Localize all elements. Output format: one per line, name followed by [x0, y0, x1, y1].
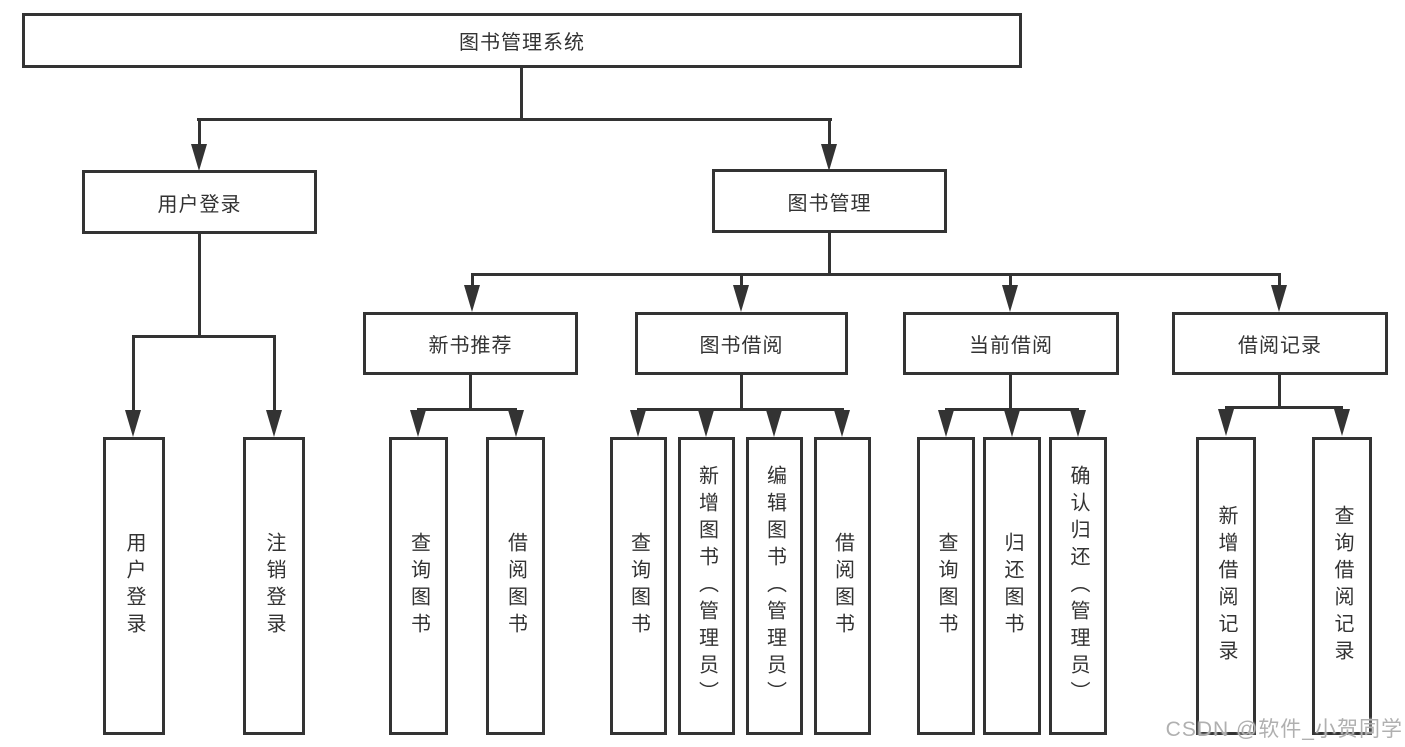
- arrow-down-icon: [1271, 285, 1287, 312]
- connector-drop: [740, 276, 743, 287]
- connector-user-stem: [198, 234, 201, 338]
- leaf-label: 新增图书（管理员）: [695, 464, 718, 708]
- leaf-user-login: 用户登录: [103, 437, 165, 735]
- arrow-down-icon: [766, 410, 782, 437]
- connector-group-rail: [945, 408, 1079, 411]
- connector-root-stem: [520, 68, 523, 118]
- arrow-down-icon: [410, 410, 426, 437]
- connector-drop-book: [828, 121, 831, 145]
- node-label: 借阅记录: [1238, 335, 1322, 357]
- leaf-query-books: 查询图书: [610, 437, 667, 735]
- connector-drop: [273, 338, 276, 412]
- leaf-label: 新增借阅记录: [1215, 505, 1237, 667]
- leaf-label: 查询图书: [935, 532, 957, 640]
- arrow-down-icon: [834, 410, 850, 437]
- leaf-query-borrow-record: 查询借阅记录: [1312, 437, 1372, 735]
- connector-user-rail: [132, 335, 276, 338]
- arrow-down-icon: [1004, 410, 1020, 437]
- connector-group-rail: [637, 408, 844, 411]
- leaf-label: 借阅图书: [831, 532, 854, 640]
- leaf-query-books: 查询图书: [389, 437, 448, 735]
- node-book-management: 图书管理: [712, 169, 947, 233]
- leaf-return-books: 归还图书: [983, 437, 1041, 735]
- arrow-down-icon: [125, 410, 141, 437]
- leaf-label: 借阅图书: [504, 532, 527, 640]
- connector-drop: [1278, 276, 1281, 287]
- leaf-label: 查询图书: [407, 532, 430, 640]
- node-user-login-label: 用户登录: [157, 193, 242, 216]
- leaf-borrow-books: 借阅图书: [486, 437, 545, 735]
- arrow-down-icon: [464, 285, 480, 312]
- arrow-down-icon: [630, 410, 646, 437]
- arrow-down-icon: [733, 285, 749, 312]
- leaf-label: 归还图书: [1001, 532, 1023, 640]
- connector-drop: [1009, 276, 1012, 287]
- leaf-label: 用户登录: [123, 532, 145, 640]
- connector-drop: [471, 276, 474, 287]
- connector-group-stem: [740, 375, 743, 410]
- connector-book-stem: [828, 233, 831, 273]
- leaf-edit-book-admin: 编辑图书（管理员）: [746, 437, 803, 735]
- leaf-label: 查询借阅记录: [1331, 505, 1353, 667]
- leaf-label: 编辑图书（管理员）: [763, 464, 786, 708]
- node-label: 当前借阅: [969, 335, 1053, 357]
- leaf-query-books: 查询图书: [917, 437, 975, 735]
- arrow-down-icon: [1070, 410, 1086, 437]
- connector-book-rail: [471, 273, 1281, 276]
- connector-root-rail: [197, 118, 832, 121]
- arrow-down-icon: [821, 144, 837, 171]
- arrow-down-icon: [1002, 285, 1018, 312]
- node-book-management-label: 图书管理: [787, 192, 872, 215]
- arrow-down-icon: [938, 410, 954, 437]
- node-label: 图书借阅: [699, 335, 784, 357]
- connector-group-stem: [1009, 375, 1012, 410]
- leaf-confirm-return-admin: 确认归还（管理员）: [1049, 437, 1107, 735]
- leaf-label: 注销登录: [263, 532, 285, 640]
- node-root-label: 图书管理系统: [459, 32, 585, 54]
- node-new-book-recommend: 新书推荐: [363, 312, 578, 375]
- arrow-down-icon: [266, 410, 282, 437]
- node-borrow-records: 借阅记录: [1172, 312, 1388, 375]
- connector-drop-user: [198, 121, 201, 145]
- leaf-borrow-books: 借阅图书: [814, 437, 871, 735]
- arrow-down-icon: [1218, 409, 1234, 436]
- leaf-label: 查询图书: [627, 532, 650, 640]
- node-user-login: 用户登录: [82, 170, 317, 234]
- node-book-borrow: 图书借阅: [635, 312, 848, 375]
- leaf-add-borrow-record: 新增借阅记录: [1196, 437, 1256, 735]
- node-label: 新书推荐: [428, 335, 513, 357]
- csdn-watermark: CSDN @软件_小贺同学: [1165, 718, 1403, 741]
- leaf-label: 确认归还（管理员）: [1067, 464, 1089, 708]
- arrow-down-icon: [508, 410, 524, 437]
- connector-drop: [132, 338, 135, 412]
- connector-group-rail: [417, 408, 517, 411]
- leaf-add-book-admin: 新增图书（管理员）: [678, 437, 735, 735]
- leaf-logout: 注销登录: [243, 437, 305, 735]
- connector-group-stem: [469, 375, 472, 410]
- arrow-down-icon: [1334, 409, 1350, 436]
- node-root: 图书管理系统: [22, 13, 1022, 68]
- arrow-down-icon: [698, 410, 714, 437]
- node-current-borrow: 当前借阅: [903, 312, 1119, 375]
- connector-group-stem: [1278, 375, 1281, 409]
- connector-group-rail: [1225, 406, 1343, 409]
- arrow-down-icon: [191, 144, 207, 171]
